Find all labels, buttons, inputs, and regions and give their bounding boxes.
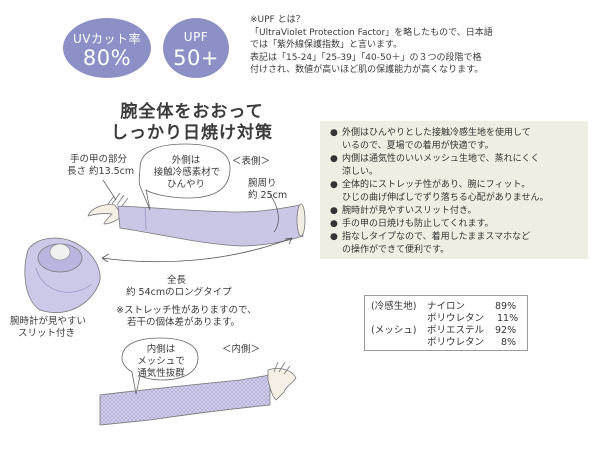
inner-arm-drawing (99, 361, 297, 426)
upf-badge: UPF 50+ (163, 18, 229, 78)
watch-slit-label-2: スリット付き (18, 328, 76, 339)
heading-line-1: 腕全体をおおって (120, 102, 264, 122)
watch-slit-closeup (24, 237, 101, 314)
material-pct: 8% (501, 337, 517, 348)
inner-bubble-text-2: メッシュで (137, 356, 185, 367)
material-name: ポリエステル (427, 325, 485, 336)
outer-speech-bubble (138, 143, 231, 211)
stretch-note-1: ※ストレッチ性がありますので、 (116, 305, 257, 316)
material-composition-box: (冷感生地) ナイロン 89% ポリウレタン 11% (メッシュ) ポリエステル… (364, 295, 528, 351)
feature-item: 腕時計が見やすいスリット付き。 (330, 205, 580, 218)
inner-bubble-text-3: 通気性抜群 (137, 368, 185, 379)
feature-item-cont: いるので、夏場での着用が快適です。 (342, 141, 494, 151)
material-name: ナイロン (427, 301, 466, 312)
outer-bubble-text-2: 接触冷感素材で (153, 167, 221, 178)
upf-value: 50+ (173, 46, 219, 70)
arm-circ-label: 腕周り (248, 178, 277, 189)
inner-speech-bubble (121, 337, 199, 395)
upf-label: UPF (183, 30, 209, 44)
feature-item-cont: 涼しい。 (342, 167, 379, 177)
material-pct: 89% (495, 301, 517, 312)
outer-arm-drawing (87, 192, 306, 247)
material-name: ポリウレタン (427, 337, 485, 348)
material-pct: 11% (497, 313, 519, 324)
feature-item: 全体的にストレッチ性があり、腕にフィット。 (330, 179, 580, 192)
feature-item-cont: ひじの曲げ伸ばしでずり落ちる心配がありません。 (342, 193, 549, 203)
upf-note-line: 表記は「15-24」「25-39」「40-50＋」の３つの段階で格 (250, 52, 482, 63)
upf-note-line: では「紫外線保護指数」と言います。 (250, 40, 403, 50)
outer-side-label: ＜表側＞ (232, 156, 271, 167)
total-length-label: 全長 (167, 275, 187, 286)
inner-side-label: ＜内側＞ (222, 344, 261, 355)
total-length-arrow (101, 237, 293, 263)
feature-item: 外側はひんやりとした接触冷感生地を使用して (330, 127, 580, 140)
material-name: ポリウレタン (427, 313, 485, 324)
upf-note-line: 付けされ、数値が高いほど肌の保護能力が高くなります。 (250, 65, 484, 75)
uv-cut-badge: UVカット率 80% (63, 18, 151, 78)
material-pct: 92% (495, 325, 517, 336)
uv-cut-value: 80% (82, 46, 132, 70)
upf-explanation: ※UPF とは？ 「UltraViolet Protection Factor」… (250, 14, 570, 77)
feature-item-cont: の操作ができて便利です。 (342, 245, 450, 255)
watch-slit-label-1: 腕時計が見やすい (10, 316, 87, 327)
feature-item: 内側は通気性のいいメッシュ生地で、蒸れにくく (330, 153, 580, 166)
feature-item: 指なしタイプなので、着用したままスマホなど (330, 231, 580, 244)
page-heading: 腕全体をおおって しっかり日焼け対策 (92, 102, 292, 144)
hand-length-label: 長さ 約13.5cm (67, 166, 135, 177)
upf-note-line: ※UPF とは？ (250, 15, 305, 25)
material-group: (メッシュ) (371, 325, 417, 336)
upf-note-line: 「UltraViolet Protection Factor」を略したもので、日… (250, 27, 493, 38)
inner-bubble-text-1: 内側は (146, 344, 176, 355)
hand-length-leader (102, 179, 117, 201)
heading-line-2: しっかり日焼け対策 (111, 123, 273, 143)
feature-item: 手の甲の日焼けも防止してくれます。 (330, 218, 580, 231)
stretch-note-2: 若干の個体差があります。 (127, 317, 241, 328)
outer-bubble-text-3: ひんやり (166, 179, 205, 190)
hand-part-label: 手の甲の部分 (70, 154, 128, 165)
total-length-value: 約 54cmのロングタイプ (126, 287, 232, 298)
uv-cut-label: UVカット率 (73, 32, 141, 46)
arm-circ-value: 約 25cm (248, 190, 288, 201)
material-group: (冷感生地) (371, 301, 417, 312)
outer-bubble-text-1: 外側は (171, 155, 201, 166)
feature-list-box: 外側はひんやりとした接触冷感生地を使用して いるので、夏場での着用が快適です。 … (320, 121, 588, 259)
